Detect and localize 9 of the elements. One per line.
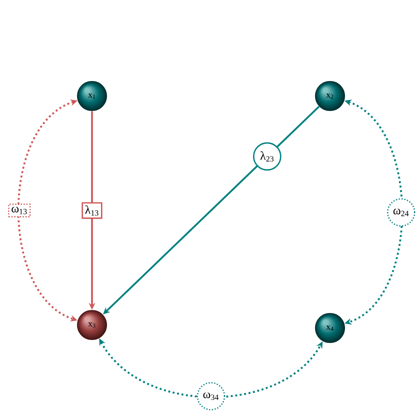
edge-label: λ$_{23}$ — [253, 142, 282, 171]
edge-label: ω$_{24}$ — [387, 198, 416, 226]
node-label: x$_{2}$ — [326, 93, 334, 99]
node-label: x$_{1}$ — [88, 93, 96, 99]
node-label: x$_{3}$ — [88, 322, 96, 328]
edge-label: ω$_{34}$ — [196, 382, 226, 410]
edge-label: λ$_{13}$ — [82, 202, 102, 219]
edge-label: ω$_{13}$ — [8, 204, 31, 218]
node-label: x$_{4}$ — [326, 325, 334, 331]
